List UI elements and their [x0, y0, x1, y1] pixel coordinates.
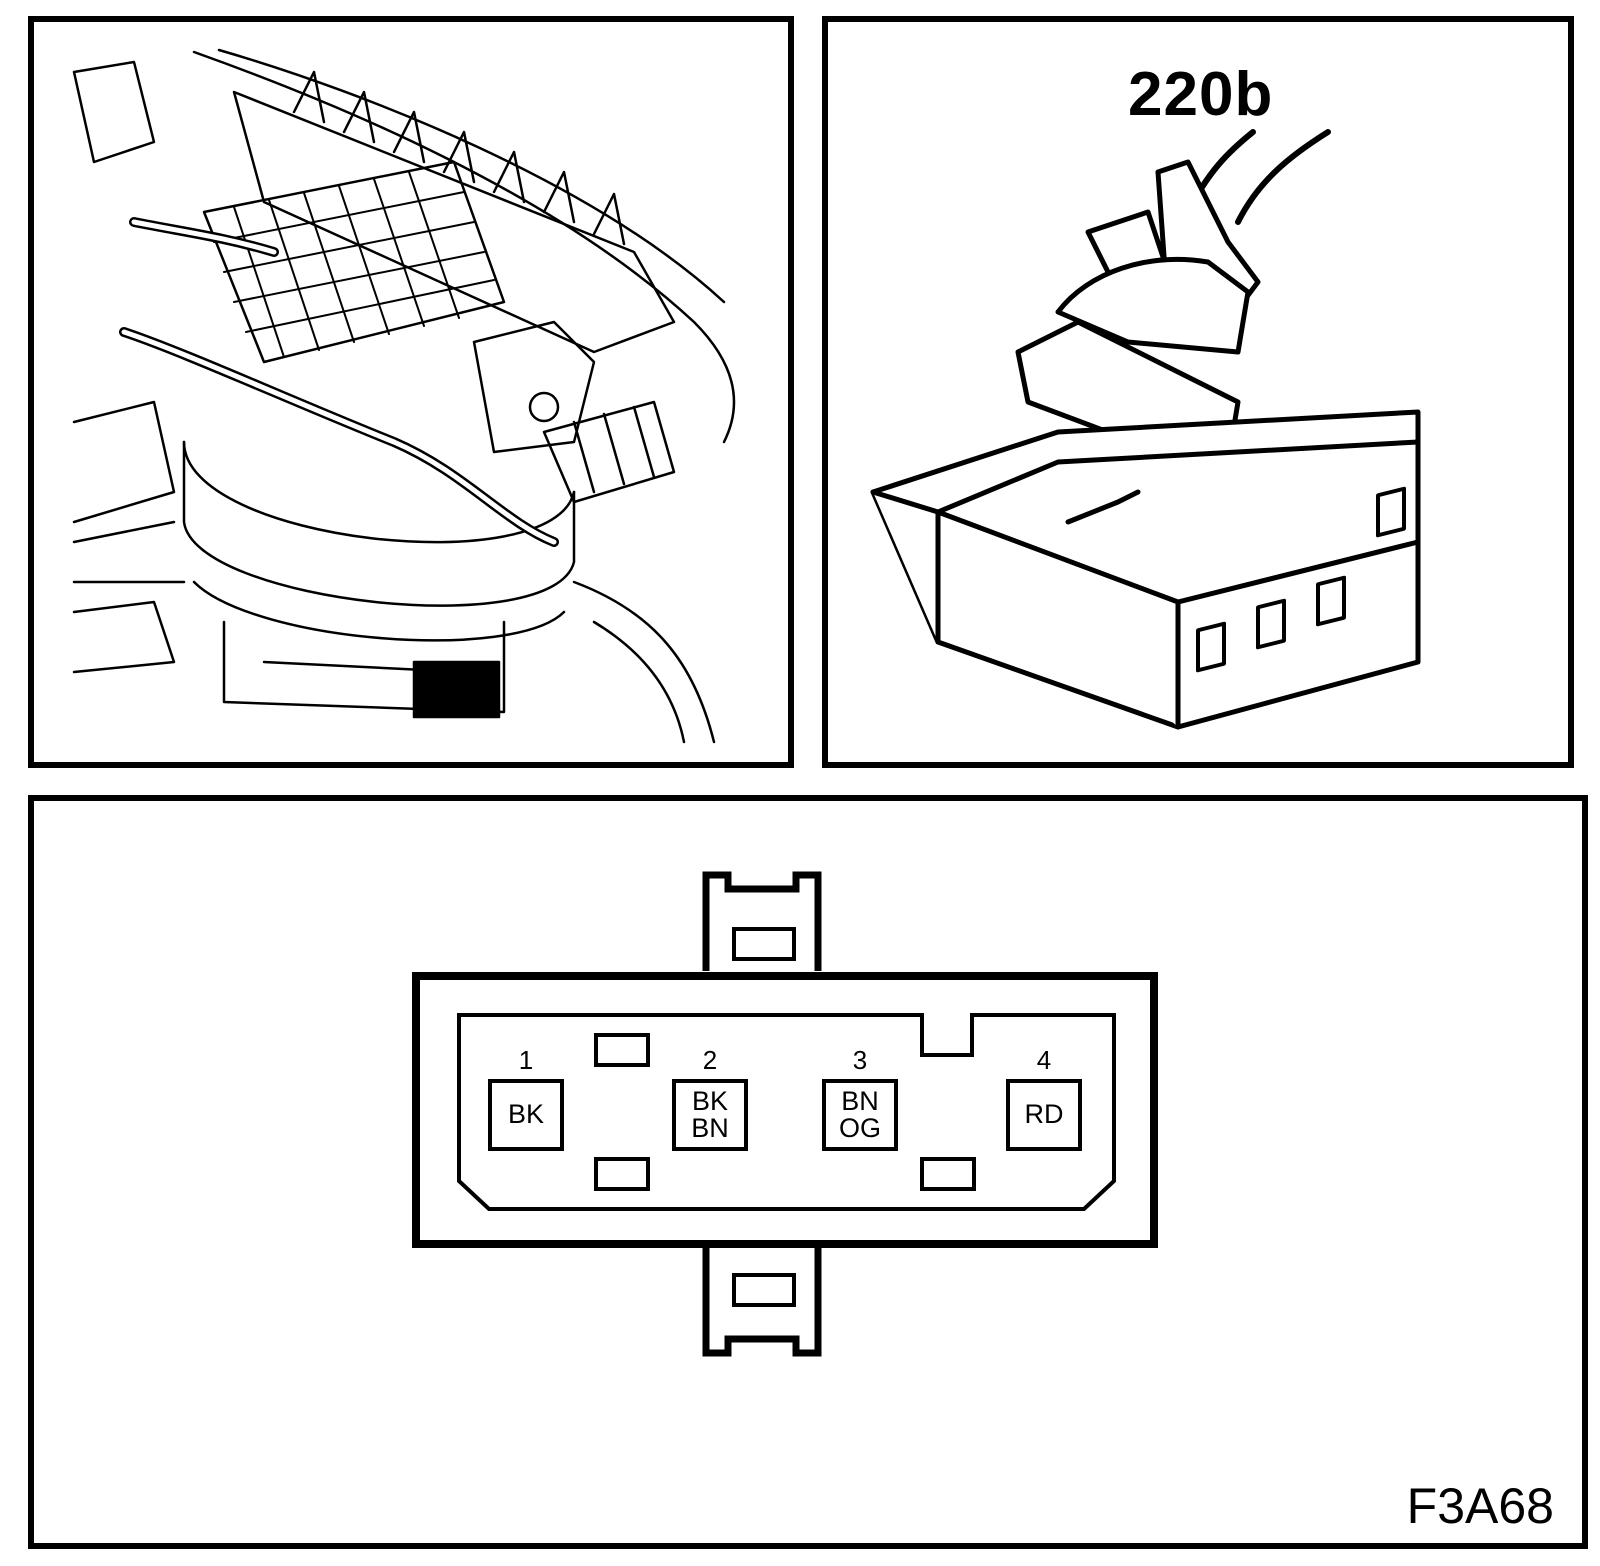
pin-4-color-code: RD — [1024, 1099, 1064, 1129]
pin-4-number: 4 — [1036, 1045, 1052, 1075]
pin-1-color-code: BK — [507, 1099, 545, 1129]
location-illustration-panel — [28, 16, 794, 768]
pin-3-terminal — [822, 1079, 898, 1151]
connector-label: 220b — [1128, 60, 1274, 129]
figure-code: F3A68 — [1406, 1478, 1554, 1534]
pin-3-number: 3 — [852, 1045, 868, 1075]
pin-2-color-code: BK BN — [691, 1086, 729, 1143]
pin-3-color-code: BN OG — [838, 1086, 881, 1143]
pin-4-terminal — [1006, 1079, 1082, 1151]
pin-2-number: 2 — [702, 1045, 718, 1075]
pinout-panel: 1 2 3 4 BK BK BN BN OG RD F3A68 — [28, 795, 1588, 1549]
pin-1-terminal — [488, 1079, 564, 1151]
connector-view-panel: 220b — [822, 16, 1574, 768]
connector-face-diagram — [412, 871, 1158, 1357]
connector-isometric-illustration — [870, 129, 1421, 730]
blower-housing-illustration — [72, 48, 736, 744]
pin-1-number: 1 — [518, 1045, 534, 1075]
pin-2-terminal — [672, 1079, 748, 1151]
